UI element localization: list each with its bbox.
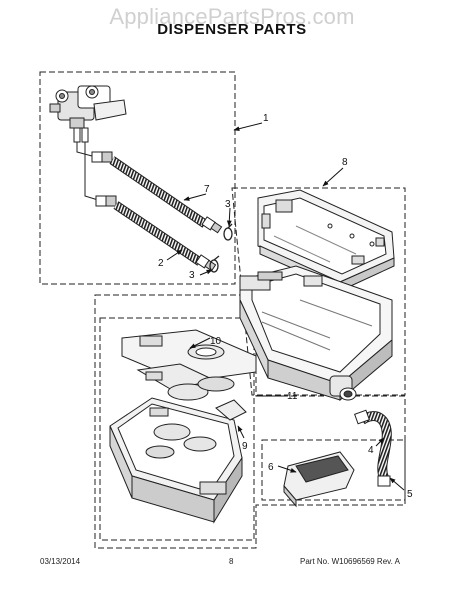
footer-page-number: 8 <box>229 557 234 566</box>
group-frame-drawer <box>99 317 255 541</box>
leader-lines <box>166 122 405 491</box>
callout-3b: 3 <box>189 270 195 281</box>
water-inlet-valve <box>49 85 127 201</box>
watermark-text: AppliancePartsPros.com <box>109 4 355 29</box>
callout-8: 8 <box>342 157 348 168</box>
footer-date: 03/13/2014 <box>40 557 81 566</box>
callout-1: 1 <box>263 113 269 124</box>
callout-2: 2 <box>158 258 164 269</box>
callout-11: 11 <box>287 391 298 402</box>
dispenser-hose <box>354 409 392 487</box>
callout-5: 5 <box>407 489 413 500</box>
callout-10: 10 <box>210 336 222 347</box>
dispenser-tray-insert <box>121 329 257 401</box>
group-frame-handle-hose <box>261 439 406 501</box>
group-frame-dispenser-housing <box>231 187 406 396</box>
inlet-hose-upper <box>91 151 223 234</box>
dispenser-housing-body <box>239 265 393 402</box>
callout-3a: 3 <box>225 199 231 210</box>
page-title: DISPENSER PARTS <box>157 21 307 38</box>
dispenser-drawer <box>109 397 247 524</box>
callout-labels: 1 2 3 3 4 5 6 7 8 9 10 11 <box>158 113 413 500</box>
callout-7: 7 <box>204 184 210 195</box>
footer-part-number: Part No. W10696569 Rev. A <box>300 557 400 566</box>
drawer-handle <box>283 451 355 508</box>
callout-6: 6 <box>268 462 274 473</box>
hose-clamp-upper <box>223 223 233 241</box>
group-frame-valve-hoses <box>39 71 236 285</box>
callout-4: 4 <box>368 445 374 456</box>
hose-clamp-lower <box>209 255 220 273</box>
inlet-hose-lower <box>95 195 217 272</box>
callout-9: 9 <box>242 441 248 452</box>
